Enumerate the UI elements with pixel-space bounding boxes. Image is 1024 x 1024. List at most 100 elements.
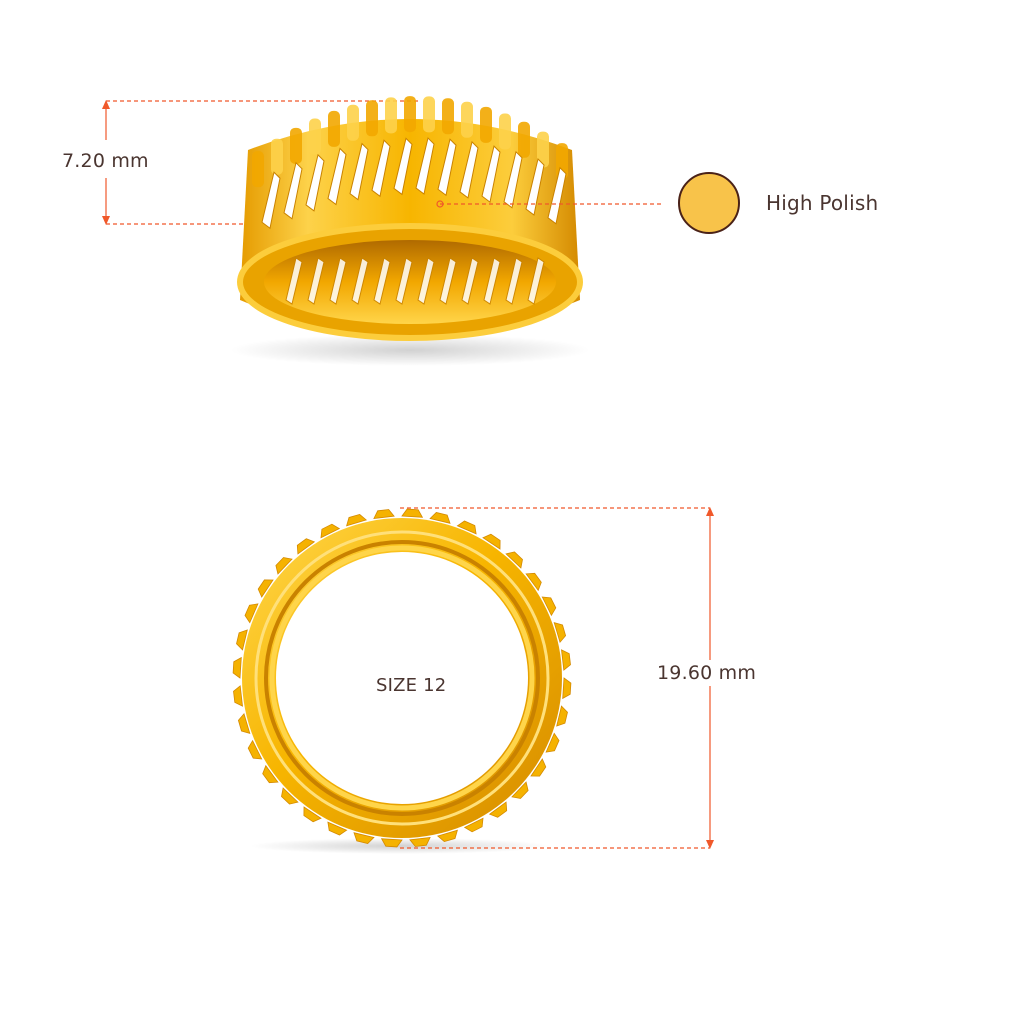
ring-top-view	[232, 508, 572, 854]
inner-cutout-window	[461, 257, 479, 305]
ring-notch	[482, 533, 501, 550]
ring-notch	[237, 712, 251, 734]
band-rib	[347, 104, 359, 141]
band-rib	[290, 127, 302, 164]
band-rib	[404, 96, 416, 133]
cutout-window	[305, 153, 325, 212]
ring-side-view	[230, 96, 590, 366]
ring-notch	[303, 806, 322, 823]
inner-cutout-window	[395, 257, 413, 305]
ring-notch	[380, 838, 403, 848]
ring-notch	[244, 603, 259, 624]
ring-notch	[327, 821, 348, 836]
ring-notch	[262, 764, 279, 784]
band-cutouts	[261, 137, 567, 230]
ring-notch	[545, 732, 560, 753]
ring-notch	[353, 832, 375, 844]
ring-notch	[275, 557, 293, 575]
band-rib	[385, 97, 397, 134]
circle-swatch-icon	[678, 172, 740, 234]
ring-notch	[436, 829, 458, 843]
cutout-window	[481, 145, 501, 203]
finish-pointer-dot	[436, 200, 444, 208]
ring-hole	[276, 552, 528, 804]
inner-cutout-window	[329, 257, 347, 305]
inner-cutout-window	[285, 257, 303, 305]
ring-notch	[562, 677, 572, 700]
ring-notch	[463, 817, 484, 833]
arrow-up-icon	[706, 507, 714, 516]
inner-cutout-window	[505, 257, 523, 305]
ring-shadow	[230, 334, 590, 366]
ring-notch	[505, 551, 523, 569]
cutout-window	[349, 142, 369, 201]
cutout-window	[459, 140, 479, 199]
ring-notch	[488, 801, 508, 818]
ring-top-shadow	[250, 838, 550, 854]
cutout-window	[547, 166, 567, 225]
arrow-down-icon	[102, 216, 110, 225]
ring-notch	[456, 520, 477, 535]
ring-notch	[561, 649, 571, 671]
ring-notch	[236, 629, 248, 651]
inner-cutout-window	[439, 257, 457, 305]
diameter-dimension-label: 19.60 mm	[657, 660, 757, 686]
ring-notch	[257, 579, 274, 598]
cutout-window	[525, 158, 545, 216]
band-rib	[518, 121, 530, 158]
cutout-window	[327, 147, 347, 206]
ring-size-label: SIZE 12	[376, 675, 447, 696]
ring-notch	[320, 523, 341, 539]
band-rib	[271, 138, 283, 175]
ring-notch	[511, 781, 529, 799]
cutout-window	[371, 139, 391, 198]
ring-notch	[401, 508, 424, 518]
cutout-window	[437, 138, 457, 197]
inner-cutout-window	[351, 257, 369, 305]
ring-notch	[429, 512, 451, 524]
band-rib	[461, 101, 473, 138]
ring-notch	[233, 685, 243, 707]
inner-cutout-window	[373, 257, 391, 305]
ring-notch	[247, 739, 263, 760]
ring-notch	[556, 705, 568, 727]
arrow-up-icon	[102, 100, 110, 109]
ring-notch	[373, 509, 395, 519]
band-rib	[309, 118, 321, 155]
ring-notch	[346, 513, 368, 527]
ring-notch	[296, 538, 316, 555]
inner-cutout-window	[417, 257, 435, 305]
ring-notch	[232, 656, 242, 679]
band-rib	[328, 110, 340, 147]
cutout-window	[393, 137, 413, 196]
height-dimension-label: 7.20 mm	[62, 150, 149, 172]
ring-notch	[409, 837, 431, 847]
ring-notch	[553, 622, 567, 644]
diameter-dimension	[400, 507, 714, 849]
band-rib	[442, 98, 454, 135]
cutout-window	[503, 150, 523, 209]
inner-cutout-window	[307, 257, 325, 305]
inner-cutout-window	[483, 257, 501, 305]
band-ribs	[252, 96, 568, 188]
finish-pointer	[436, 200, 664, 208]
band-rib	[480, 106, 492, 143]
band-rib	[366, 100, 378, 137]
ring-notch	[530, 758, 547, 777]
band-rib	[423, 96, 435, 133]
ring-notch	[541, 596, 557, 617]
cutout-window	[283, 161, 303, 220]
inner-cutout-window	[527, 257, 545, 305]
band-inner-opening	[264, 240, 556, 324]
ring-highlight	[254, 530, 550, 826]
band-rib	[252, 151, 264, 188]
ring-groove	[264, 540, 540, 816]
cutout-window	[415, 137, 435, 195]
band-rib	[499, 113, 511, 150]
ring-notch	[525, 572, 542, 592]
ring-notched-edge	[232, 508, 572, 848]
cutout-window	[261, 171, 281, 230]
band-inner-cutouts	[285, 257, 545, 305]
band-rib	[537, 131, 549, 168]
